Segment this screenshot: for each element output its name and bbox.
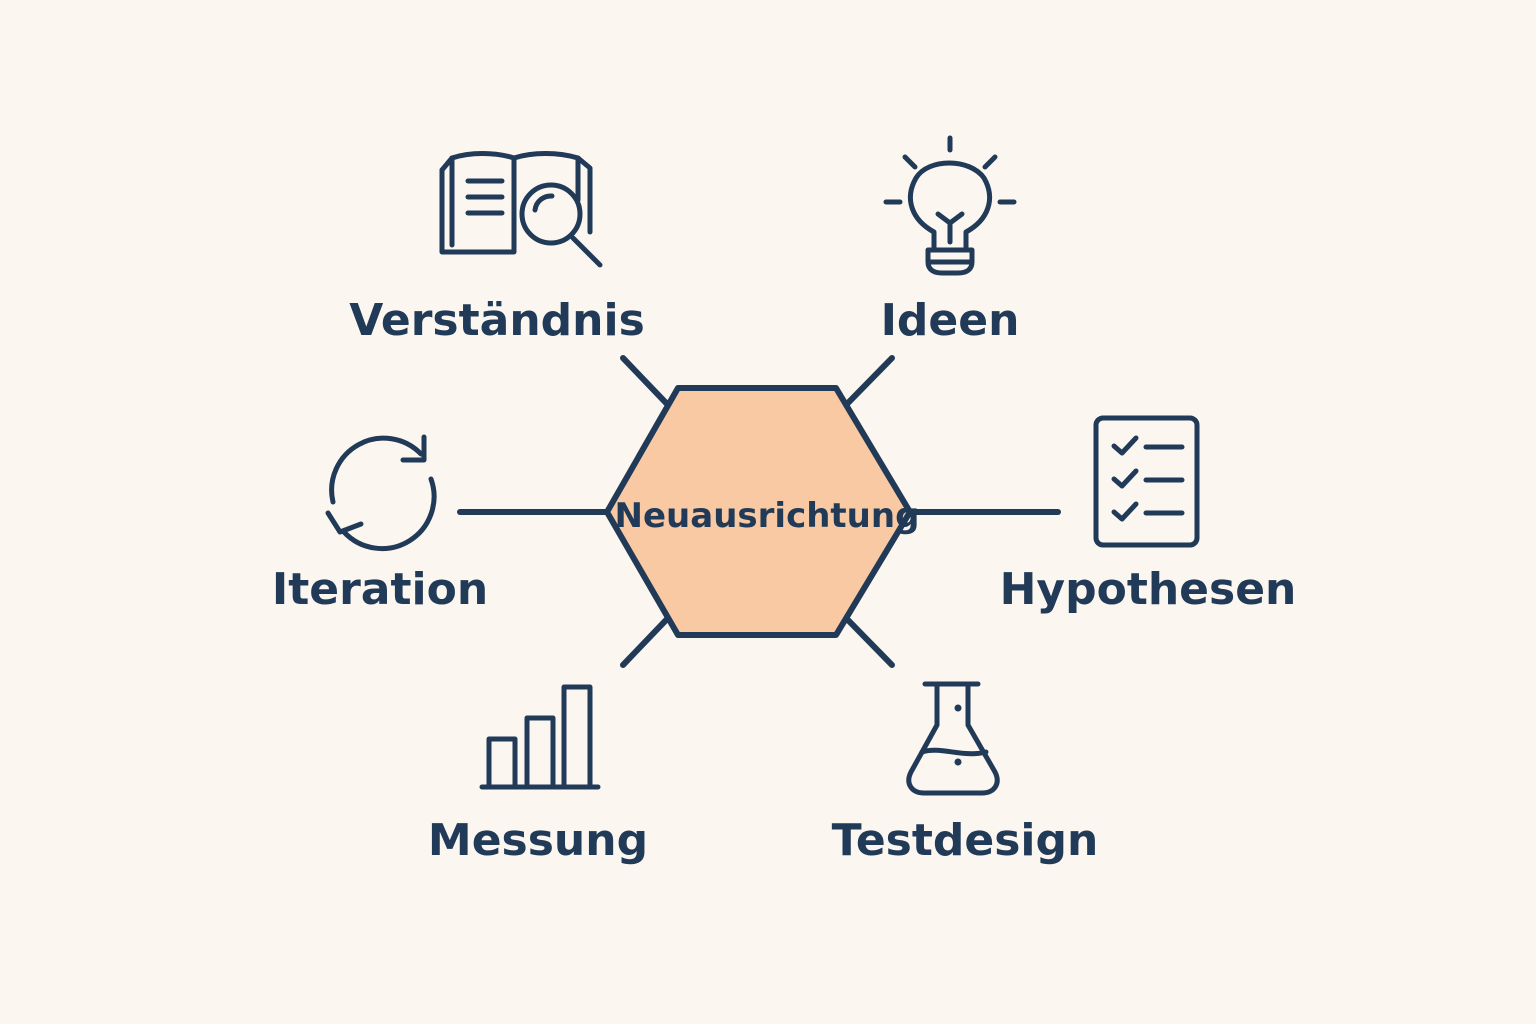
bar-chart-icon <box>479 684 601 790</box>
connector-messung <box>620 615 671 668</box>
label-testdesign: Testdesign <box>832 815 1099 866</box>
connector-testdesign <box>843 615 895 668</box>
label-iteration: Iteration <box>272 564 488 615</box>
center-hexagon <box>604 385 913 638</box>
refresh-cycle-icon <box>325 434 437 552</box>
label-hypothesen: Hypothesen <box>1000 564 1297 615</box>
label-messung: Messung <box>428 815 648 866</box>
book-magnifier-icon <box>439 151 603 268</box>
connector-ideen <box>843 355 895 408</box>
connector-verstaendnis <box>620 355 671 408</box>
lightbulb-icon <box>883 135 1017 276</box>
center-label: Neuausrichtung <box>615 496 920 536</box>
connectors <box>457 355 1061 668</box>
checklist-icon <box>1093 415 1200 548</box>
label-ideen: Ideen <box>881 295 1020 346</box>
label-verstaendnis: Verständnis <box>349 295 645 346</box>
flask-icon <box>906 681 1000 796</box>
